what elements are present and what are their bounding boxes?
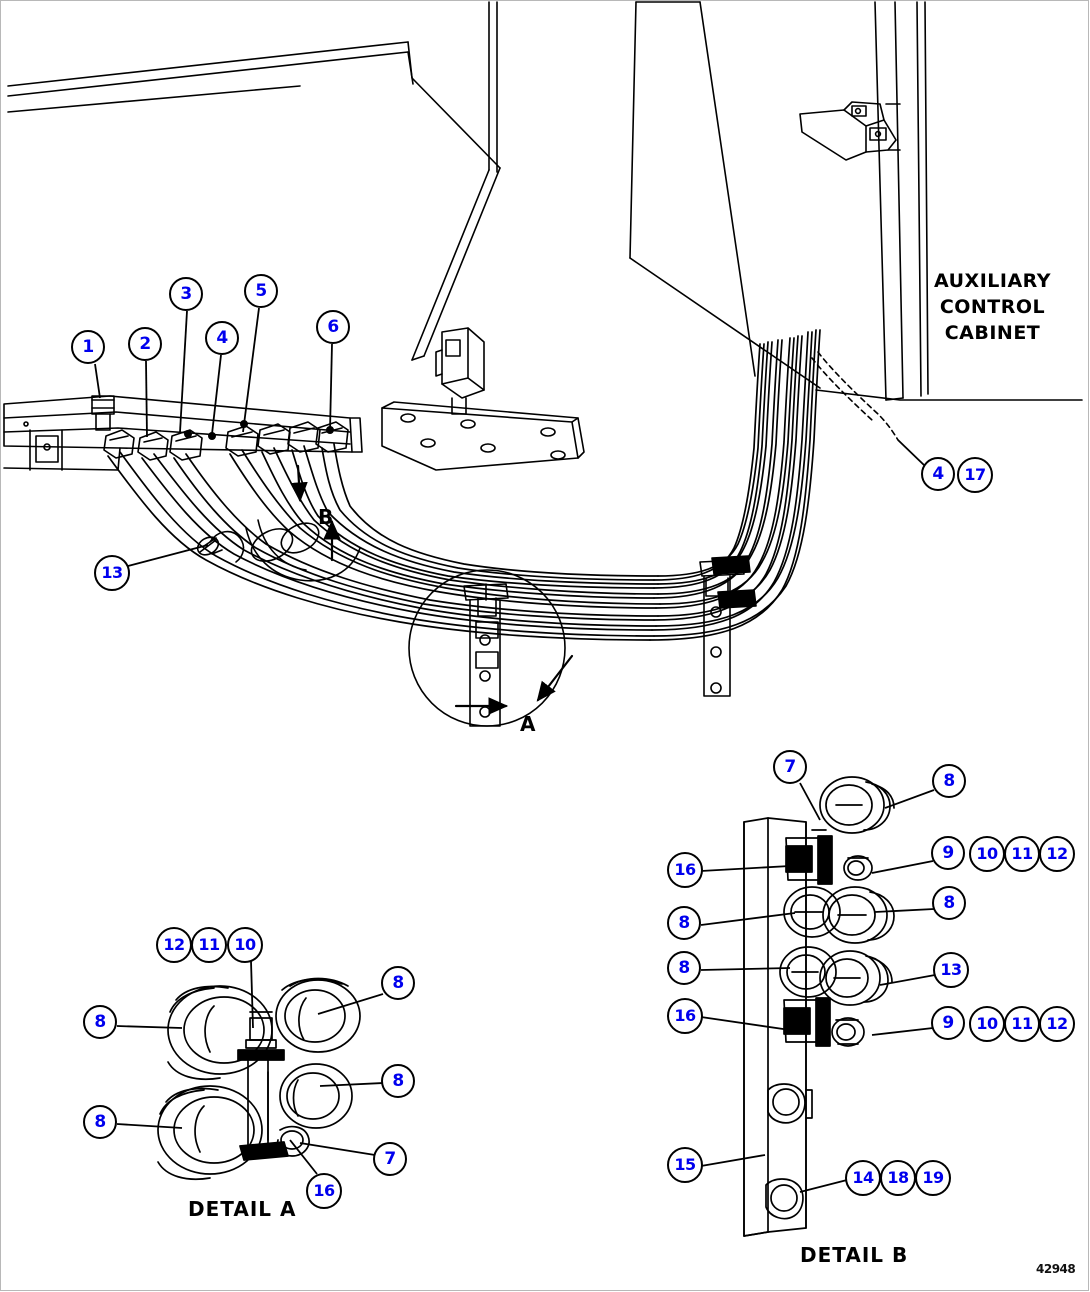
callout-12[interactable]: 12: [156, 927, 192, 963]
leader-line-4: [211, 354, 222, 435]
callout-18[interactable]: 18: [880, 1160, 916, 1196]
callout-10[interactable]: 10: [969, 836, 1005, 872]
callout-1[interactable]: 1: [71, 330, 105, 364]
leader-line-16: [700, 865, 791, 872]
callout-8[interactable]: 8: [667, 951, 701, 985]
callout-leader-lines: [94, 307, 936, 1193]
cabinet-label-line2: CONTROL: [939, 296, 1046, 318]
detail-b-title: DETAIL B: [800, 1243, 909, 1267]
callout-8[interactable]: 8: [381, 1064, 415, 1098]
callout-8[interactable]: 8: [381, 966, 415, 1000]
leader-line-13: [127, 544, 209, 567]
callout-14[interactable]: 14: [845, 1160, 881, 1196]
auxiliary-control-cabinet-body: [874, 1, 929, 401]
callout-2[interactable]: 2: [128, 327, 162, 361]
leader-line-8: [116, 1025, 183, 1029]
leader-line-8: [700, 912, 796, 926]
leader-line-1: [94, 363, 101, 399]
leader-line-9: [871, 860, 934, 874]
callout-17[interactable]: 17: [957, 457, 993, 493]
leader-line-10: [250, 960, 254, 1029]
callout-16[interactable]: 16: [667, 852, 703, 888]
leader-line-7: [299, 1142, 376, 1156]
leader-line-8: [700, 967, 791, 971]
leader-line-8: [874, 908, 935, 913]
leader-line-16: [700, 1016, 791, 1031]
cabinet-entry-clamps: [711, 555, 757, 609]
leader-line-4: [897, 439, 926, 467]
callout-8[interactable]: 8: [932, 764, 966, 798]
callout-6[interactable]: 6: [316, 310, 350, 344]
hose-bundle-to-cabinet: [649, 329, 821, 641]
figure-number: 42948: [1036, 1262, 1076, 1276]
leader-line-6: [329, 343, 333, 431]
mounting-plate: [381, 401, 585, 471]
support-column: [411, 167, 501, 361]
auxiliary-control-cabinet-label: AUXILIARY CONTROL CABINET: [925, 268, 1060, 346]
callout-10[interactable]: 10: [969, 1006, 1005, 1042]
callout-3[interactable]: 3: [169, 277, 203, 311]
hose-end-fittings: [103, 419, 349, 461]
detail-a-artwork: [157, 977, 361, 1181]
callout-13[interactable]: 13: [94, 555, 130, 591]
leader-line-5: [242, 307, 260, 433]
callout-8[interactable]: 8: [83, 1005, 117, 1039]
leader-line-9: [871, 1027, 934, 1036]
leader-line-7: [799, 782, 821, 821]
callout-4[interactable]: 4: [205, 321, 239, 355]
section-marker-b: B: [318, 505, 334, 529]
callout-16[interactable]: 16: [306, 1173, 342, 1209]
callout-11[interactable]: 11: [191, 927, 227, 963]
clamp-bar-a: [463, 583, 509, 727]
callout-11[interactable]: 11: [1004, 836, 1040, 872]
callout-8[interactable]: 8: [932, 886, 966, 920]
leader-line-8: [116, 1123, 183, 1129]
hose-clamp-13: [196, 536, 223, 556]
callout-11[interactable]: 11: [1004, 1006, 1040, 1042]
callout-19[interactable]: 19: [915, 1160, 951, 1196]
callout-10[interactable]: 10: [227, 927, 263, 963]
callout-9[interactable]: 9: [931, 836, 965, 870]
leader-line-15: [700, 1154, 766, 1167]
cabinet-label-line3: CABINET: [944, 322, 1041, 344]
hydraulic-hose-bundle: [107, 443, 661, 641]
leader-line-8: [884, 789, 935, 809]
cabinet-mount-bracket: [799, 101, 901, 161]
leader-line-16: [289, 1139, 318, 1175]
callout-7[interactable]: 7: [773, 750, 807, 784]
callout-16[interactable]: 16: [667, 998, 703, 1034]
detail-a-title: DETAIL A: [188, 1197, 297, 1221]
leader-line-8: [317, 993, 384, 1015]
section-marker-a: A: [520, 712, 536, 736]
leader-line-13: [879, 974, 936, 986]
callout-9[interactable]: 9: [931, 1006, 965, 1040]
callout-5[interactable]: 5: [244, 274, 278, 308]
callout-8[interactable]: 8: [83, 1105, 117, 1139]
section-arrow-a: [454, 654, 574, 715]
section-arrow-b: [290, 464, 341, 562]
post-valve-assembly: [435, 327, 485, 415]
leader-line-3: [179, 310, 188, 433]
callout-13[interactable]: 13: [933, 952, 969, 988]
machine-deck-outline: [7, 1, 501, 173]
callout-12[interactable]: 12: [1039, 836, 1075, 872]
callout-12[interactable]: 12: [1039, 1006, 1075, 1042]
leader-line-2: [145, 360, 148, 438]
callout-15[interactable]: 15: [667, 1147, 703, 1183]
callout-7[interactable]: 7: [373, 1142, 407, 1176]
callout-8[interactable]: 8: [667, 906, 701, 940]
callout-4[interactable]: 4: [921, 457, 955, 491]
cabinet-label-line1: AUXILIARY: [934, 270, 1051, 292]
leader-line-8: [319, 1082, 384, 1087]
leader-line-14: [799, 1179, 848, 1193]
hose-tie-strap: [811, 351, 899, 441]
